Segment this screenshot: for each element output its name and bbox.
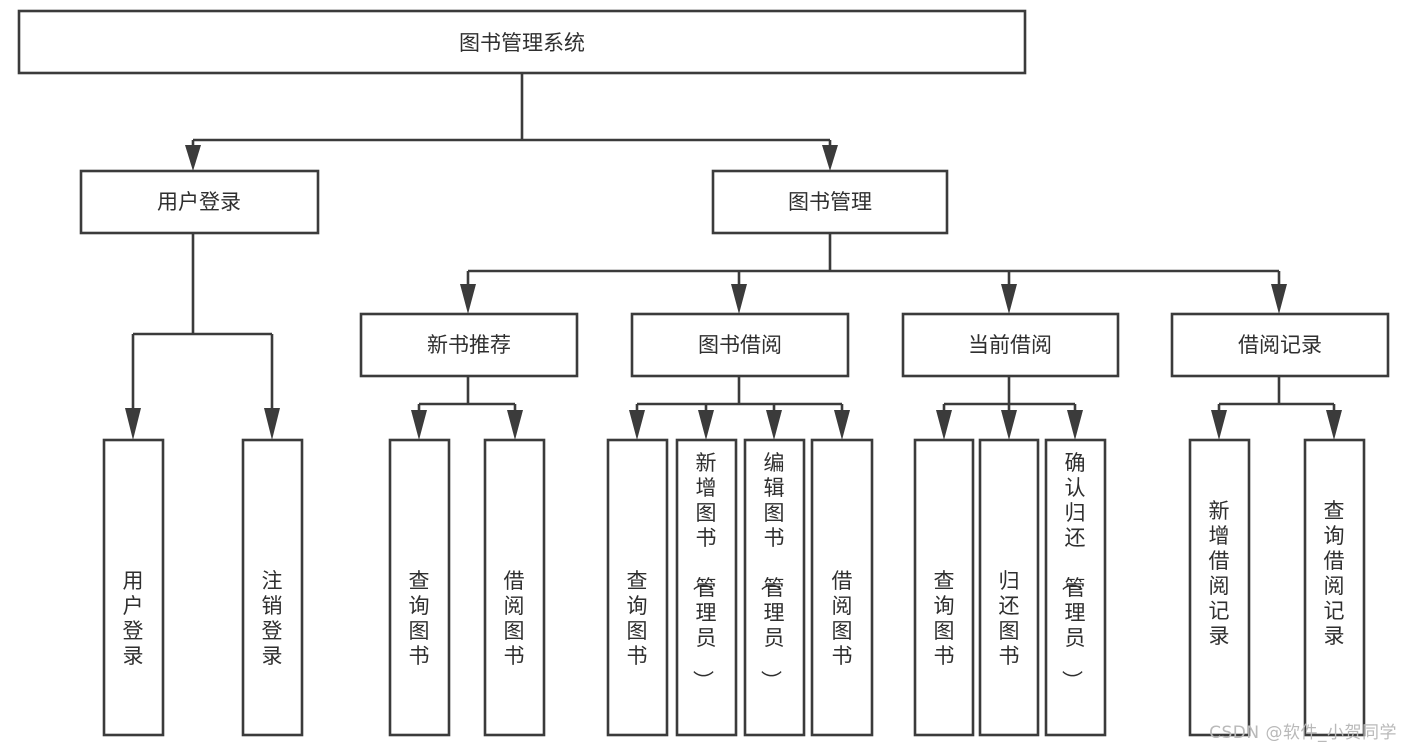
node-leaf-re-query[interactable]: 查询借阅记录	[1303, 438, 1366, 737]
node-leaf-bo-add[interactable]: 新增图书（管理员）	[675, 438, 738, 737]
arrow-head-nb-query	[411, 410, 427, 440]
node-leaf-nb-query-box[interactable]	[388, 438, 451, 737]
node-leaf-bo-edit[interactable]: 编辑图书（管理员）	[743, 438, 806, 737]
connector-group-newbook-to-leaves	[411, 376, 523, 440]
node-leaf-bo-query-box[interactable]	[606, 438, 669, 737]
node-leaf-user-logout[interactable]: 注销登录	[241, 438, 304, 737]
arrow-head-re-query	[1326, 410, 1342, 440]
arrow-head-newbook	[460, 284, 476, 314]
node-leaf-nb-query-label: 查询图书	[409, 569, 430, 668]
arrow-head-cu-confirm	[1067, 410, 1083, 440]
node-leaf-user-logout-box[interactable]	[241, 438, 304, 737]
node-leaf-bo-borrow[interactable]: 借阅图书	[810, 438, 874, 737]
node-leaf-cu-confirm-label: 确认归还（管理员）	[1060, 451, 1086, 691]
node-current-box[interactable]	[901, 312, 1120, 378]
node-records[interactable]: 借阅记录	[1170, 312, 1390, 378]
node-records-label: 借阅记录	[1238, 333, 1322, 357]
node-leaf-cu-query[interactable]: 查询图书	[913, 438, 975, 737]
node-current[interactable]: 当前借阅	[901, 312, 1120, 378]
node-leaf-bo-query-label: 查询图书	[627, 569, 648, 668]
arrow-head-user-login	[125, 408, 141, 440]
connector-group-bookmgmt-to-level2	[460, 233, 1287, 314]
node-leaf-cu-query-box[interactable]	[913, 438, 975, 737]
node-login-label: 用户登录	[157, 190, 241, 214]
arrow-head-nb-borrow	[507, 410, 523, 440]
arrow-head-bo-query	[629, 410, 645, 440]
node-leaf-bo-query[interactable]: 查询图书	[606, 438, 669, 737]
arrow-head-records	[1271, 284, 1287, 314]
arrow-head-bo-borrow	[834, 410, 850, 440]
arrow-head-re-add	[1211, 410, 1227, 440]
node-newbook-label: 新书推荐	[427, 333, 511, 357]
node-records-box[interactable]	[1170, 312, 1390, 378]
node-leaf-bo-edit-box[interactable]	[743, 438, 806, 737]
node-bookmgmt[interactable]: 图书管理	[711, 169, 949, 235]
node-bookmgmt-box[interactable]	[711, 169, 949, 235]
node-leaf-re-add-label: 新增借阅记录	[1209, 499, 1230, 648]
node-borrow[interactable]: 图书借阅	[630, 312, 850, 378]
node-leaf-cu-return[interactable]: 归还图书	[978, 438, 1040, 737]
node-leaf-re-query-label: 查询借阅记录	[1324, 499, 1345, 648]
node-bookmgmt-label: 图书管理	[788, 190, 872, 214]
watermark: CSDN @软件_小贺同学	[1209, 723, 1397, 743]
arrow-head-user-logout	[264, 408, 280, 440]
node-newbook[interactable]: 新书推荐	[359, 312, 579, 378]
connector-group-borrow-to-leaves	[629, 376, 850, 440]
arrow-head-login	[185, 145, 201, 171]
node-leaf-bo-add-box[interactable]	[675, 438, 738, 737]
node-newbook-box[interactable]	[359, 312, 579, 378]
node-leaf-user-login-box[interactable]	[102, 438, 165, 737]
connector-group-records-to-leaves	[1211, 376, 1342, 440]
node-leaf-user-login-label: 用户登录	[123, 569, 144, 668]
node-leaf-user-login[interactable]: 用户登录	[102, 438, 165, 737]
node-borrow-box[interactable]	[630, 312, 850, 378]
node-root-label: 图书管理系统	[459, 31, 585, 55]
arrow-head-cu-query	[936, 410, 952, 440]
node-root-box[interactable]	[17, 9, 1027, 75]
connector-group-login-to-leaves	[125, 233, 280, 440]
node-leaf-nb-borrow-label: 借阅图书	[504, 569, 525, 668]
node-leaf-bo-add-label: 新增图书（管理员）	[691, 451, 717, 691]
node-leaf-bo-edit-label: 编辑图书（管理员）	[759, 451, 785, 691]
node-leaf-cu-confirm-box[interactable]	[1044, 438, 1107, 737]
connector-group-current-to-leaves	[936, 376, 1083, 440]
node-leaf-cu-confirm[interactable]: 确认归还（管理员）	[1044, 438, 1107, 737]
node-current-label: 当前借阅	[968, 333, 1052, 357]
node-leaf-bo-borrow-box[interactable]	[810, 438, 874, 737]
node-leaf-re-query-box[interactable]	[1303, 438, 1366, 737]
node-leaf-cu-return-box[interactable]	[978, 438, 1040, 737]
arrow-head-cu-return	[1001, 410, 1017, 440]
node-leaf-bo-borrow-label: 借阅图书	[832, 569, 853, 668]
node-root[interactable]: 图书管理系统	[17, 9, 1027, 75]
arrow-head-bookmgmt	[822, 145, 838, 171]
node-leaf-re-add-box[interactable]	[1188, 438, 1251, 737]
node-login[interactable]: 用户登录	[79, 169, 320, 235]
node-leaf-re-add[interactable]: 新增借阅记录	[1188, 438, 1251, 737]
node-borrow-label: 图书借阅	[698, 333, 782, 357]
arrow-head-bo-add	[698, 410, 714, 440]
node-leaf-nb-query[interactable]: 查询图书	[388, 438, 451, 737]
arrow-head-bo-edit	[766, 410, 782, 440]
node-leaf-user-logout-label: 注销登录	[262, 569, 283, 668]
node-leaf-cu-query-label: 查询图书	[934, 569, 955, 668]
arrow-head-borrow	[731, 284, 747, 314]
node-login-box[interactable]	[79, 169, 320, 235]
node-leaf-nb-borrow-box[interactable]	[483, 438, 546, 737]
node-leaf-cu-return-label: 归还图书	[999, 569, 1020, 668]
arrow-head-current	[1001, 284, 1017, 314]
connector-group-root-to-level1	[185, 73, 838, 171]
node-leaf-nb-borrow[interactable]: 借阅图书	[483, 438, 546, 737]
